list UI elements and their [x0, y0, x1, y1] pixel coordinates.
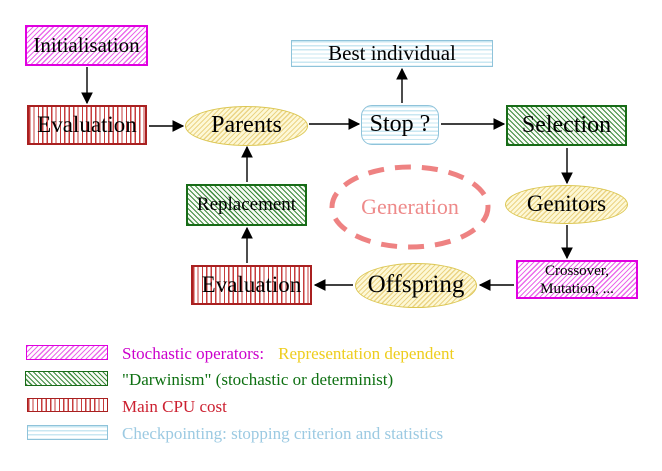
node-evaluation-bottom: Evaluation — [191, 265, 312, 305]
legend-swatch-checkpointing — [27, 425, 108, 440]
node-stop: Stop ? — [361, 105, 439, 145]
crossover-line1: Crossover, — [545, 262, 609, 279]
legend-label-cpu-cost: Main CPU cost — [122, 397, 227, 416]
legend-label-darwinism: "Darwinism" (stochastic or determinist) — [122, 370, 394, 389]
legend-swatch-stochastic-operators — [26, 345, 108, 360]
node-replacement: Replacement — [186, 184, 307, 226]
legend-label-stochastic-operators: Stochastic operators: — [122, 344, 265, 363]
node-crossover-mutation: Crossover, Mutation, ... — [516, 260, 638, 299]
legend-label-representation-dependent: Representation dependent — [278, 344, 455, 363]
generation-label: Generation — [361, 194, 459, 220]
node-best-individual: Best individual — [291, 40, 493, 67]
legend-swatch-darwinism — [25, 371, 108, 386]
legend-row-stochastic-operators: Stochastic operators: Representation depe… — [122, 344, 454, 364]
node-offspring: Offspring — [355, 263, 477, 308]
legend-label-checkpointing: Checkpointing: stopping criterion and st… — [122, 424, 444, 443]
node-parents: Parents — [185, 106, 308, 146]
node-initialisation: Initialisation — [25, 25, 148, 66]
node-evaluation-top: Evaluation — [27, 105, 147, 145]
legend-swatch-cpu-cost — [27, 398, 108, 412]
node-selection: Selection — [506, 105, 627, 146]
crossover-line2: Mutation, ... — [540, 280, 614, 297]
node-genitors: Genitors — [505, 185, 628, 224]
